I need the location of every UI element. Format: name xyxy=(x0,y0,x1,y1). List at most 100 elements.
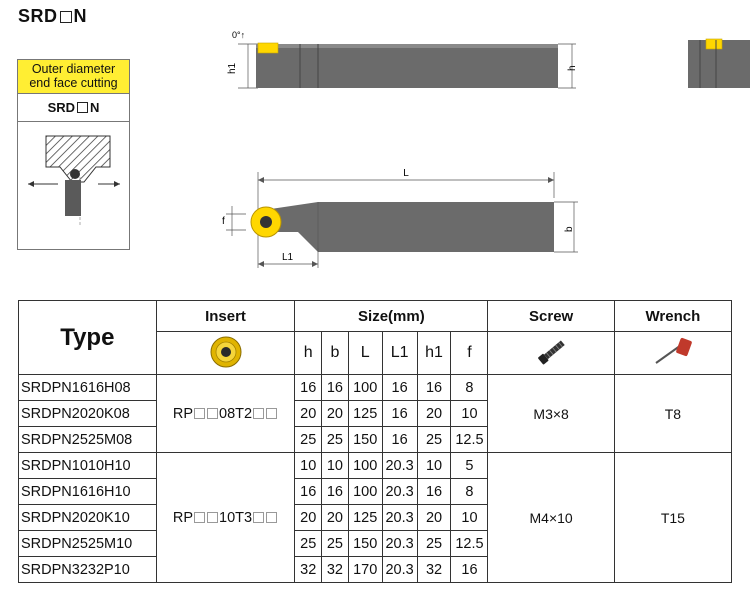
col-h: h xyxy=(294,331,323,375)
dim-value-L1: 16 xyxy=(381,400,418,427)
dim-value-b: 32 xyxy=(321,556,349,583)
wrench-spec-cell: T15 xyxy=(613,452,733,583)
model-cell: SRDPN2525M08 xyxy=(18,426,157,453)
screw-image-cell xyxy=(487,331,615,375)
dim-value-h1: 25 xyxy=(416,426,452,453)
placeholder-square xyxy=(59,11,72,23)
dim-value-L: 150 xyxy=(347,530,383,557)
header-insert: Insert xyxy=(155,300,296,332)
insert-icon xyxy=(210,336,241,367)
dim-value-h1: 16 xyxy=(416,478,452,505)
dim-value-f: 10 xyxy=(450,504,489,531)
placeholder-square xyxy=(266,407,278,419)
placeholder-square xyxy=(253,407,265,419)
dim-value-L1: 16 xyxy=(381,426,418,453)
dim-value-h: 10 xyxy=(294,452,323,479)
dim-value-L1: 20.3 xyxy=(381,530,418,557)
dim-value-h: 16 xyxy=(294,374,323,401)
dim-value-h: 20 xyxy=(294,400,323,427)
wrench-image-cell xyxy=(613,331,733,375)
col-L: L xyxy=(347,331,383,375)
dim-L-label: L xyxy=(403,168,409,179)
dim-f-label: f xyxy=(222,216,225,227)
dim-value-b: 20 xyxy=(321,504,349,531)
placeholder-square xyxy=(77,102,89,113)
dim-value-h1: 16 xyxy=(416,374,452,401)
dim-value-h: 16 xyxy=(294,478,323,505)
dim-h1-label: h1 xyxy=(227,62,238,74)
model-cell: SRDPN3232P10 xyxy=(18,556,157,583)
screw-icon xyxy=(538,339,565,364)
dim-b-label: b xyxy=(564,226,575,232)
dim-value-f: 12.5 xyxy=(450,530,489,557)
dim-value-b: 16 xyxy=(321,478,349,505)
dim-value-L: 125 xyxy=(347,400,383,427)
placeholder-square xyxy=(194,511,206,523)
header-wrench: Wrench xyxy=(613,300,733,332)
dim-value-b: 25 xyxy=(321,426,349,453)
header-size: Size(mm) xyxy=(294,300,489,332)
header-type: Type xyxy=(18,300,157,375)
model-cell: SRDPN2020K10 xyxy=(18,504,157,531)
dim-value-h1: 32 xyxy=(416,556,452,583)
angle-label: 0°↑ xyxy=(232,30,245,40)
tool-end-view-drawing xyxy=(688,38,750,88)
screw-spec-cell: M4×10 xyxy=(487,452,615,583)
placeholder-square xyxy=(207,511,219,523)
dim-value-L1: 20.3 xyxy=(381,556,418,583)
wrench-spec-cell: T8 xyxy=(613,374,733,453)
insert-image-cell xyxy=(155,331,296,375)
placeholder-square xyxy=(194,407,206,419)
placeholder-square xyxy=(253,511,265,523)
dim-value-f: 10 xyxy=(450,400,489,427)
tool-side-view-drawing: 0°↑ h1 h xyxy=(227,30,578,89)
dim-value-L1: 20.3 xyxy=(381,504,418,531)
dim-h-label: h xyxy=(567,65,578,71)
dim-value-L: 150 xyxy=(347,426,383,453)
dim-value-b: 20 xyxy=(321,400,349,427)
dim-value-L1: 16 xyxy=(381,374,418,401)
dim-value-L: 100 xyxy=(347,478,383,505)
col-f: f xyxy=(450,331,489,375)
dim-value-h: 25 xyxy=(294,530,323,557)
dim-value-b: 10 xyxy=(321,452,349,479)
dim-value-f: 12.5 xyxy=(450,426,489,453)
header-screw: Screw xyxy=(487,300,615,332)
col-b: b xyxy=(321,331,349,375)
application-label: Outer diameter end face cutting xyxy=(18,60,129,94)
cutting-illustration xyxy=(28,135,120,227)
col-L1: L1 xyxy=(381,331,418,375)
dim-value-L: 100 xyxy=(347,452,383,479)
dim-value-f: 16 xyxy=(450,556,489,583)
dim-value-L1: 20.3 xyxy=(381,478,418,505)
dim-value-L: 100 xyxy=(347,374,383,401)
dim-value-b: 25 xyxy=(321,530,349,557)
dim-value-h: 32 xyxy=(294,556,323,583)
placeholder-square xyxy=(266,511,278,523)
wrench-icon xyxy=(655,337,692,364)
model-cell: SRDPN2525M10 xyxy=(18,530,157,557)
spec-table: Type Insert Size(mm) Screw Wrench h b L … xyxy=(18,300,733,583)
model-cell: SRDPN1010H10 xyxy=(18,452,157,479)
screw-spec-cell: M3×8 xyxy=(487,374,615,453)
dim-value-b: 16 xyxy=(321,374,349,401)
dim-value-L: 125 xyxy=(347,504,383,531)
dim-value-h1: 10 xyxy=(416,452,452,479)
dim-value-L: 170 xyxy=(347,556,383,583)
dim-value-f: 5 xyxy=(450,452,489,479)
col-h1: h1 xyxy=(416,331,452,375)
dim-L1-label: L1 xyxy=(282,252,294,263)
dim-value-L1: 20.3 xyxy=(381,452,418,479)
model-cell: SRDPN1616H10 xyxy=(18,478,157,505)
dim-value-h: 20 xyxy=(294,504,323,531)
